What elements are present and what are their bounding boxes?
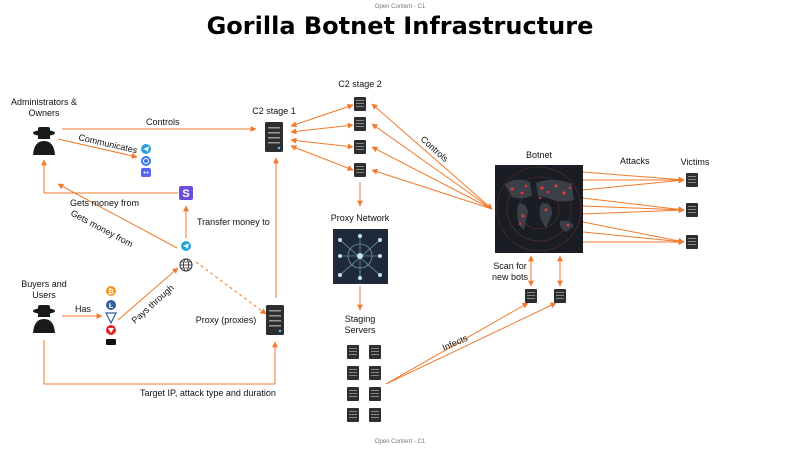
staging-server-1 (347, 345, 359, 359)
edge-attacks (582, 171, 685, 245)
edge-label-gets-money-2: Gets money from (69, 208, 135, 249)
staging-server-3 (347, 366, 359, 380)
c2-stage2-server-4 (354, 163, 366, 177)
c2-stage2-server-2 (354, 117, 366, 131)
monero-icon (106, 339, 116, 345)
edge-gets-money-2 (57, 183, 178, 249)
signal-icon (141, 156, 151, 166)
discord-icon (141, 168, 151, 177)
edge-c2-bot-4 (371, 168, 493, 210)
edge-label-has: Has (75, 304, 92, 314)
scan-server-2 (554, 289, 566, 303)
c2-stage1-server-icon (265, 122, 283, 152)
edge-label-attacks: Attacks (620, 156, 650, 166)
staging-label-line1: Staging (345, 314, 376, 324)
proxy-label: Proxy (proxies) (196, 315, 257, 325)
proxy-node: Proxy (proxies) (196, 305, 284, 335)
crypto-icons: ₿ Ł (105, 286, 117, 345)
botnet-label: Botnet (526, 150, 553, 160)
victims-node: Victims (681, 157, 710, 249)
hacker-icon (33, 127, 55, 155)
victims-label: Victims (681, 157, 710, 167)
edge-infects-2 (385, 302, 557, 385)
edge-target (43, 340, 278, 385)
edge-pays-through (117, 267, 179, 321)
edge-communicates (57, 138, 138, 159)
page-title: Gorilla Botnet Infrastructure (207, 12, 594, 40)
scan-node: Scan for new bots (492, 261, 566, 303)
staging-server-6 (369, 387, 381, 401)
c2-stage1-node: C2 stage 1 (252, 106, 296, 152)
staging-server-5 (347, 387, 359, 401)
litecoin-icon (106, 300, 116, 310)
botnet-world-map (495, 165, 583, 253)
edge-label-infects: Infects (441, 333, 470, 353)
c2-stage2-label: C2 stage 2 (338, 79, 382, 89)
buyer-hacker-icon (33, 305, 55, 333)
victim-server-3 (686, 235, 698, 249)
edge-c2-link-1 (290, 103, 354, 128)
buyers-node: Buyers and Users (21, 279, 67, 333)
edge-label-communicates: Communicates (78, 132, 139, 155)
proxy-network-label: Proxy Network (331, 213, 390, 223)
header-classification: Open Content - C1 (375, 4, 426, 10)
botnet-node: Botnet (495, 150, 583, 253)
edge-label-controls: Controls (146, 117, 180, 127)
bitcoin-icon (106, 286, 116, 296)
svg-text:₿: ₿ (108, 288, 114, 296)
edges (41, 103, 685, 385)
stripe-node: S (179, 186, 193, 200)
victim-server-2 (686, 203, 698, 217)
scan-server-1 (525, 289, 537, 303)
svg-text:S: S (182, 188, 189, 200)
edge-c2-bot-3 (371, 146, 493, 210)
scan-label-line2: new bots (492, 272, 529, 282)
edge-gets-money-1 (41, 159, 178, 194)
edge-label-target: Target IP, attack type and duration (140, 388, 276, 398)
victim-server-1 (686, 173, 698, 187)
c2-stage1-label: C2 stage 1 (252, 106, 296, 116)
comm-icons (141, 144, 151, 177)
buyers-label-line1: Buyers and (21, 279, 67, 289)
buyers-label-line2: Users (32, 290, 56, 300)
staging-server-7 (347, 408, 359, 422)
c2-stage2-server-3 (354, 140, 366, 154)
edge-c2-bot-2 (371, 123, 493, 210)
admins-node: Administrators & Owners (11, 97, 77, 155)
edge-c2-link-3 (290, 137, 354, 150)
scan-label-line1: Scan for (493, 261, 527, 271)
edge-web-proxy (195, 261, 267, 315)
stripe-icon (179, 186, 193, 200)
edge-label-transfer-money: Transfer money to (197, 217, 270, 227)
footer-classification: Open Content - C1 (375, 439, 426, 445)
edge-c2-link-4 (290, 145, 354, 171)
staging-server-2 (369, 345, 381, 359)
edge-label-gets-money-1: Gets money from (70, 198, 139, 208)
proxy-server-icon (266, 305, 284, 335)
staging-server-4 (369, 366, 381, 380)
c2-stage2-node: C2 stage 2 (338, 79, 382, 177)
ethereum-icon (105, 312, 117, 325)
svg-text:Ł: Ł (109, 303, 114, 310)
c2-stage2-server-1 (354, 97, 366, 111)
globe-icon (179, 258, 193, 272)
edge-c2-bot-1 (371, 103, 493, 210)
staging-servers-node: Staging Servers (344, 314, 381, 422)
edge-c2-link-2 (290, 122, 354, 135)
admins-label-line2: Owners (28, 108, 60, 118)
payment-channel (179, 241, 193, 272)
staging-server-8 (369, 408, 381, 422)
proxy-network-node: Proxy Network (331, 213, 390, 284)
staging-label-line2: Servers (344, 325, 376, 335)
edge-infects-1 (385, 302, 529, 385)
admins-label-line1: Administrators & (11, 97, 77, 107)
